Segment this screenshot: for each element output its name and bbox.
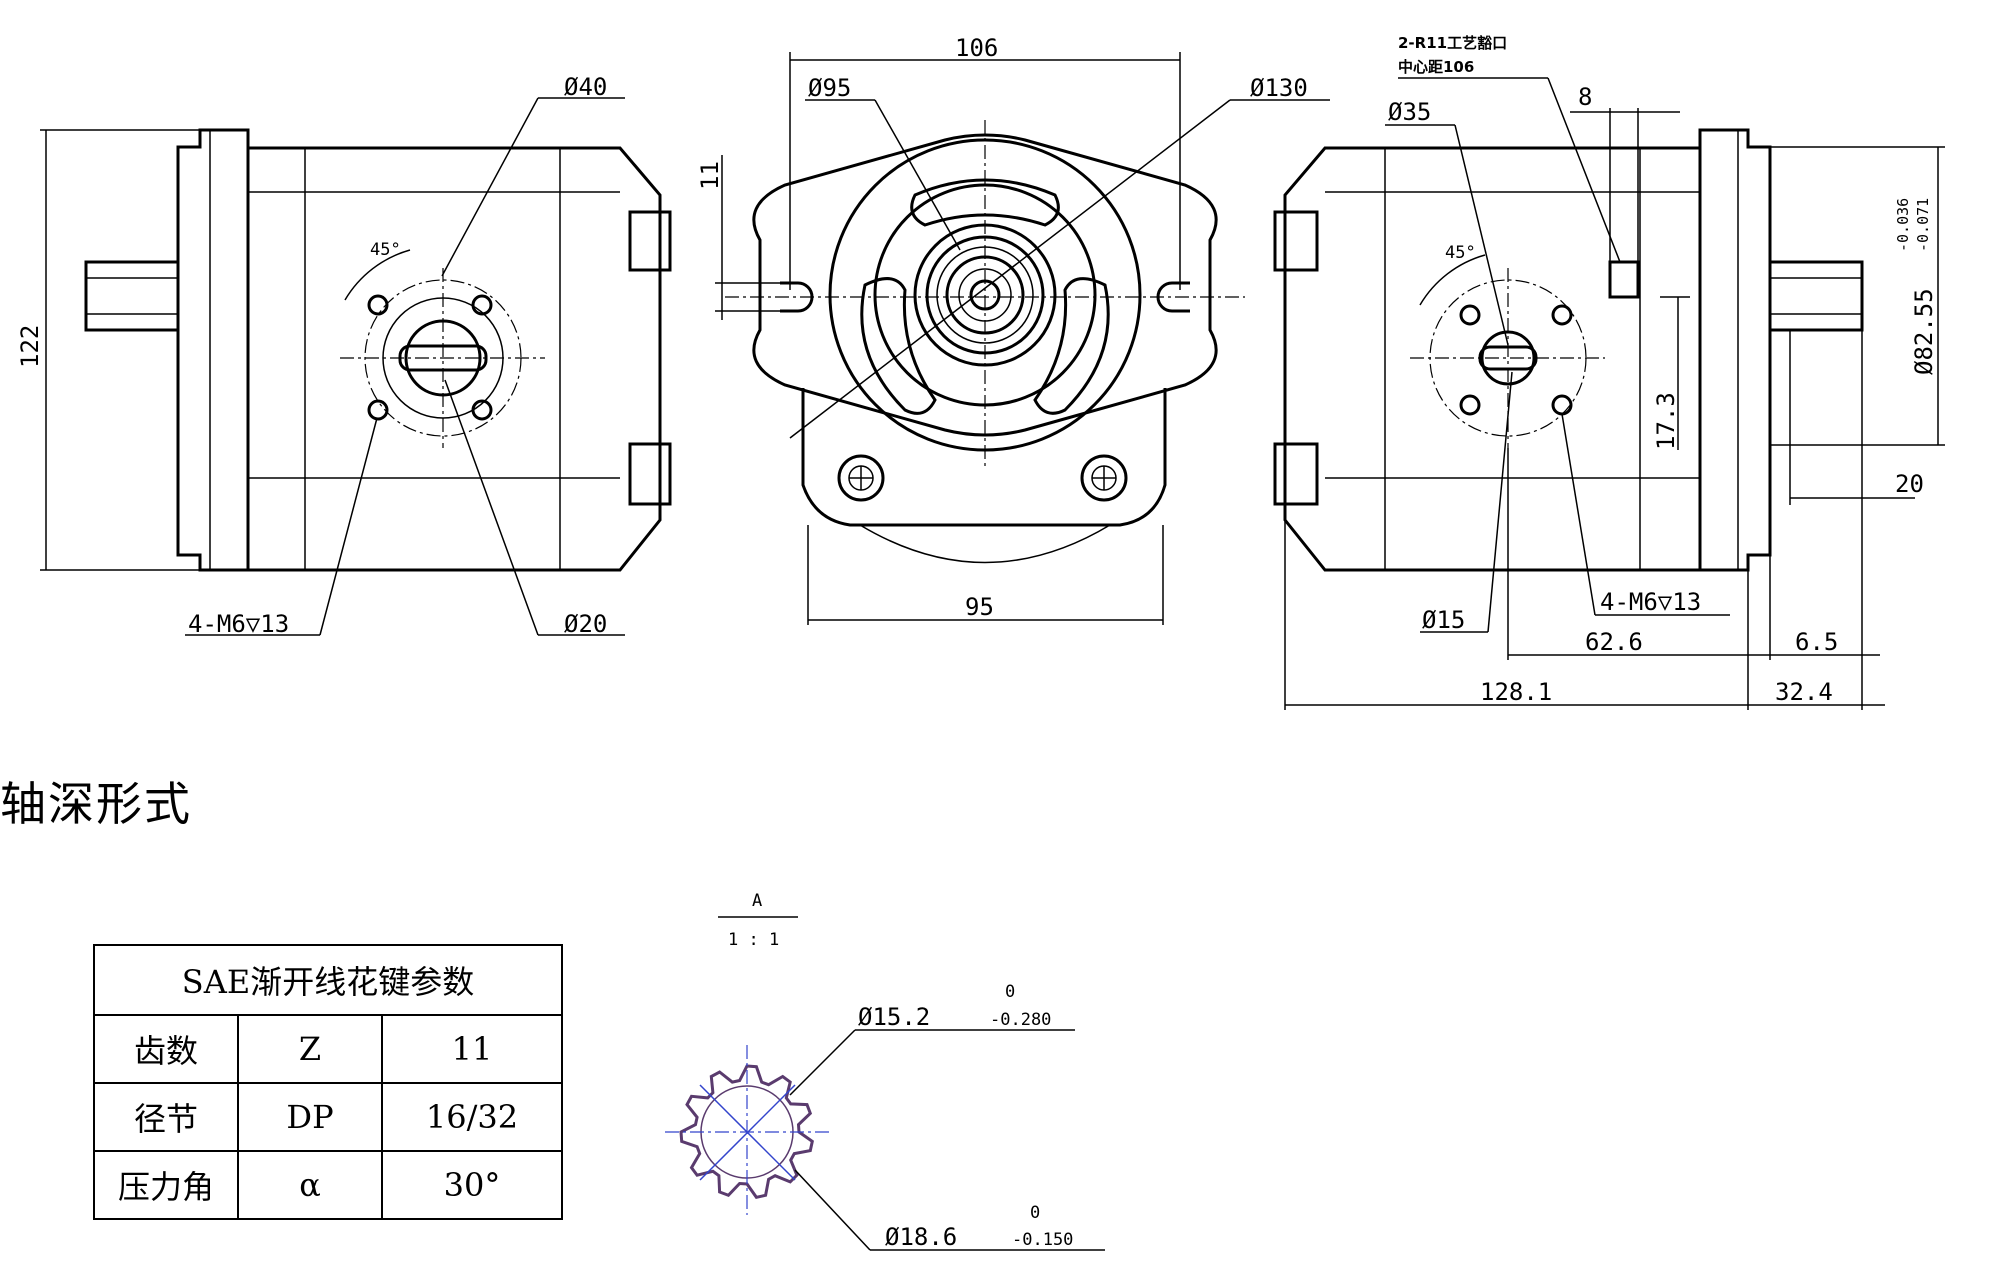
detail-a: A 1 : 1 Ø15.2 0 -0.280 Ø18.6 0 -0.150 [665, 891, 1105, 1251]
table-row: 压力角 α 30° [93, 1150, 563, 1220]
detail-outer-tol-lower: -0.280 [990, 1010, 1051, 1030]
right-bolt-hole [1459, 394, 1481, 416]
param-symbol: DP [237, 1082, 383, 1152]
param-value: 30° [381, 1150, 563, 1220]
right-slot-width-dim: 8 [1578, 83, 1592, 111]
detail-root-tol-upper: 0 [1030, 1203, 1040, 1223]
front-flange-dia-dim: Ø95 [808, 74, 851, 102]
param-name: 压力角 [93, 1150, 239, 1220]
left-bolt-circle-dim: Ø40 [564, 73, 607, 101]
spline-parameter-table: SAE渐开线花键参数 齿数 Z 11 径节 DP 16/32 压力角 α 30° [93, 944, 563, 1220]
left-bolt-hole [471, 294, 493, 316]
right-shaft-tol-upper: -0.036 [1894, 198, 1912, 252]
right-port-hole-dim: Ø15 [1422, 606, 1465, 634]
detail-view-label: A [752, 891, 762, 911]
front-bolt-hole [1080, 454, 1128, 502]
left-bolt-hole [471, 399, 493, 421]
right-dim-62-6: 62.6 [1585, 628, 1643, 656]
right-bolt-hole [1551, 394, 1573, 416]
left-angle-label: 45° [370, 240, 401, 260]
front-bolt-hole [837, 454, 885, 502]
right-offset-dim: 17.3 [1652, 392, 1680, 450]
right-shaft-tol-lower: -0.071 [1914, 198, 1932, 252]
detail-outer-tol-upper: 0 [1005, 982, 1015, 1002]
detail-scale: 1 : 1 [728, 930, 779, 950]
left-bolts-callout: 4-M6▽13 [188, 610, 289, 638]
right-view: 45° 2-R11工艺豁口 中心距106 8 Ø35 Ø82.55 -0.036… [1273, 34, 1945, 710]
left-port-dim: Ø20 [564, 610, 607, 638]
param-value: 11 [381, 1014, 563, 1084]
left-view: 122 Ø40 Ø20 4-M6▽13 45° [16, 73, 672, 638]
front-outer-dia-dim: Ø130 [1250, 74, 1308, 102]
right-port-dia-dim: Ø35 [1388, 98, 1431, 126]
left-shaft [84, 260, 180, 332]
right-note-line2: 中心距106 [1398, 58, 1474, 76]
param-value: 16/32 [381, 1082, 563, 1152]
section-title: 轴深形式 [0, 777, 192, 831]
right-bolt-hole [1551, 304, 1573, 326]
left-bolt-hole [367, 294, 389, 316]
right-bolt-hole [1459, 304, 1481, 326]
detail-root-dia-dim: Ø18.6 [885, 1223, 957, 1251]
right-shaft [1768, 260, 1864, 332]
front-width-bottom-dim: 95 [965, 593, 994, 621]
param-symbol: Z [237, 1014, 383, 1084]
right-note-line1: 2-R11工艺豁口 [1398, 34, 1507, 52]
param-symbol: α [237, 1150, 383, 1220]
front-width-top-dim: 106 [955, 34, 998, 62]
right-angle-label: 45° [1445, 243, 1476, 263]
right-shaft-dia-dim: Ø82.55 [1910, 288, 1938, 375]
front-slot-dim: 11 [696, 161, 724, 190]
param-name: 齿数 [93, 1014, 239, 1084]
right-ext-len-dim: 32.4 [1775, 678, 1833, 706]
front-view: 106 95 11 Ø95 Ø130 [696, 34, 1330, 625]
right-shaft-len-dim: 20 [1895, 470, 1924, 498]
right-bolts-callout: 4-M6▽13 [1600, 588, 1701, 616]
spline-table-title: SAE渐开线花键参数 [93, 944, 563, 1016]
right-total-len-dim: 128.1 [1480, 678, 1552, 706]
detail-outer-dia-dim: Ø15.2 [858, 1003, 930, 1031]
left-height-dim: 122 [16, 325, 44, 368]
right-dim-6-5: 6.5 [1795, 628, 1838, 656]
left-bolt-hole [367, 399, 389, 421]
detail-root-tol-lower: -0.150 [1012, 1230, 1073, 1250]
param-name: 径节 [93, 1082, 239, 1152]
table-row: 齿数 Z 11 [93, 1014, 563, 1084]
table-row: 径节 DP 16/32 [93, 1082, 563, 1152]
